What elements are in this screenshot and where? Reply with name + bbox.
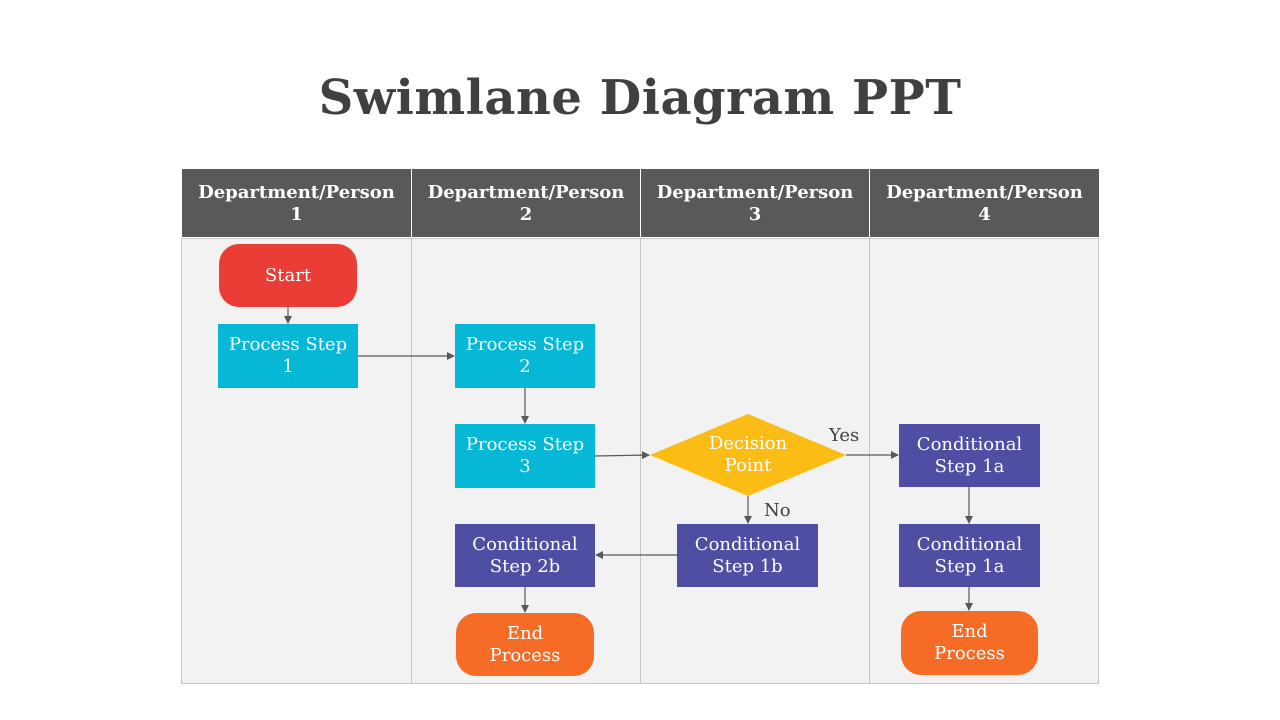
conditional-step-1b: Conditional Step 1b <box>677 524 818 587</box>
conditional-step-2b: Conditional Step 2b <box>455 524 595 587</box>
connector-process3-decision <box>594 451 650 460</box>
lane-body-1 <box>181 238 412 684</box>
page-title: Swimlane Diagram PPT <box>318 70 962 126</box>
end-process-right: End Process <box>901 611 1038 675</box>
process-step-1: Process Step 1 <box>218 324 358 388</box>
end-process-left: End Process <box>456 613 594 676</box>
conditional-step-1a-top: Conditional Step 1a <box>899 424 1040 487</box>
start-node: Start <box>219 244 357 307</box>
decision-diamond <box>650 414 846 496</box>
process-step-3: Process Step 3 <box>455 424 595 488</box>
no-label: No <box>764 500 791 521</box>
process-step-2: Process Step 2 <box>455 324 595 388</box>
lane-header-1: Department/Person 1 <box>182 169 411 237</box>
lane-header-2: Department/Person 2 <box>412 169 640 237</box>
lane-header-4: Department/Person 4 <box>870 169 1099 237</box>
conditional-step-1a-bottom: Conditional Step 1a <box>899 524 1040 587</box>
decision-point-label: Decision Point <box>708 433 788 476</box>
yes-label: Yes <box>829 425 860 446</box>
lane-header-3: Department/Person 3 <box>641 169 869 237</box>
